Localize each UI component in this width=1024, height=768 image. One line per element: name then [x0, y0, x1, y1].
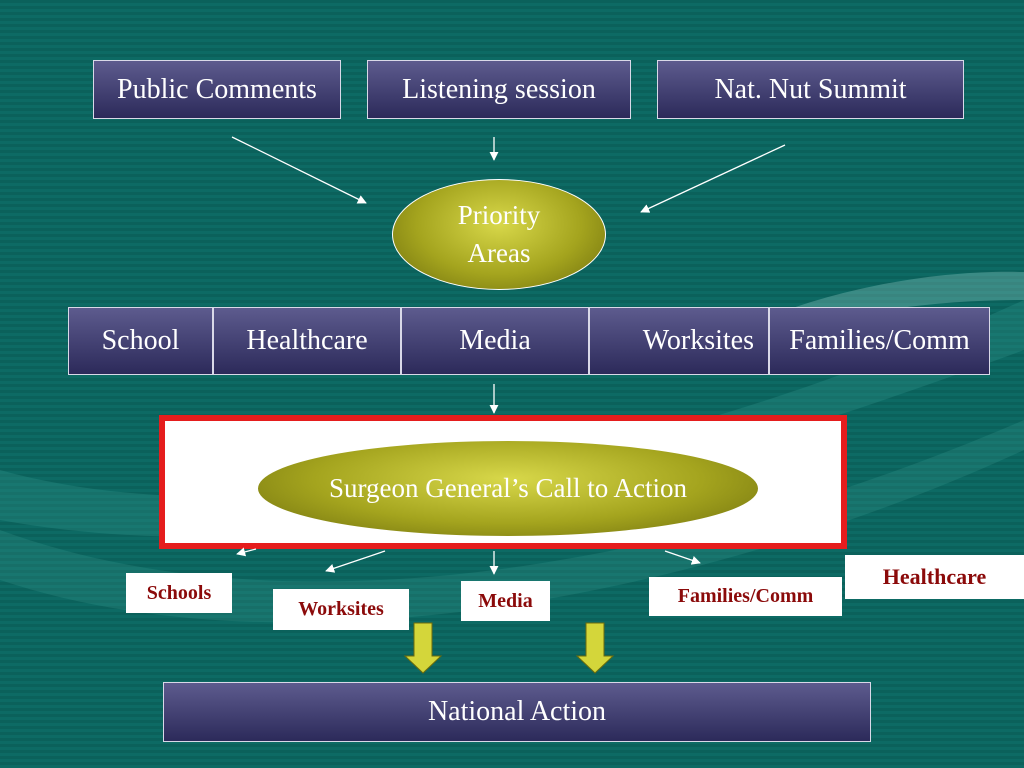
- priority-areas-node: Priority Areas: [392, 179, 606, 290]
- outcome-healthcare: Healthcare: [845, 555, 1024, 599]
- arrow-call-to-worksites: [325, 550, 386, 573]
- outcome-schools: Schools: [126, 573, 232, 613]
- source-public-comments: Public Comments: [93, 60, 341, 119]
- block-arrow-left: [403, 622, 443, 674]
- outcome-worksites: Worksites: [273, 589, 409, 630]
- source-label: Public Comments: [117, 73, 317, 105]
- national-action-label: National Action: [427, 696, 607, 727]
- outcome-label: Schools: [146, 581, 212, 604]
- area-media: Media: [401, 307, 589, 375]
- area-label: Healthcare: [246, 325, 368, 356]
- arrow-call-to-schools: [236, 547, 257, 557]
- area-families-comm: Families/Comm: [769, 307, 990, 375]
- arrow-public-to-priority: [231, 136, 367, 204]
- outcome-label: Healthcare: [882, 564, 987, 589]
- source-nat-nut-summit: Nat. Nut Summit: [657, 60, 964, 119]
- arrow-summit-to-priority: [640, 144, 786, 213]
- source-label: Listening session: [402, 73, 596, 105]
- source-listening-session: Listening session: [367, 60, 631, 119]
- national-action-box: National Action: [163, 682, 871, 742]
- arrow-call-to-families: [664, 550, 701, 565]
- outcome-label: Families/Comm: [677, 585, 814, 607]
- call-to-action-label: Surgeon General’s Call to Action: [329, 473, 687, 503]
- area-school: School: [68, 307, 213, 375]
- outcome-media: Media: [461, 581, 550, 621]
- source-label: Nat. Nut Summit: [714, 73, 907, 105]
- area-label: School: [101, 325, 180, 356]
- outcome-label: Worksites: [298, 598, 384, 620]
- area-healthcare: Healthcare: [213, 307, 401, 375]
- area-label: Media: [459, 325, 531, 356]
- outcome-families-comm: Families/Comm: [649, 577, 842, 616]
- area-label: Families/Comm: [789, 325, 970, 356]
- outcome-label: Media: [478, 589, 533, 612]
- area-label: Worksites: [642, 325, 754, 356]
- block-arrow-right: [575, 622, 615, 674]
- area-worksites: Worksites: [589, 307, 769, 375]
- call-to-action-node: Surgeon General’s Call to Action: [257, 440, 759, 537]
- priority-areas-label: Priority Areas: [457, 199, 541, 268]
